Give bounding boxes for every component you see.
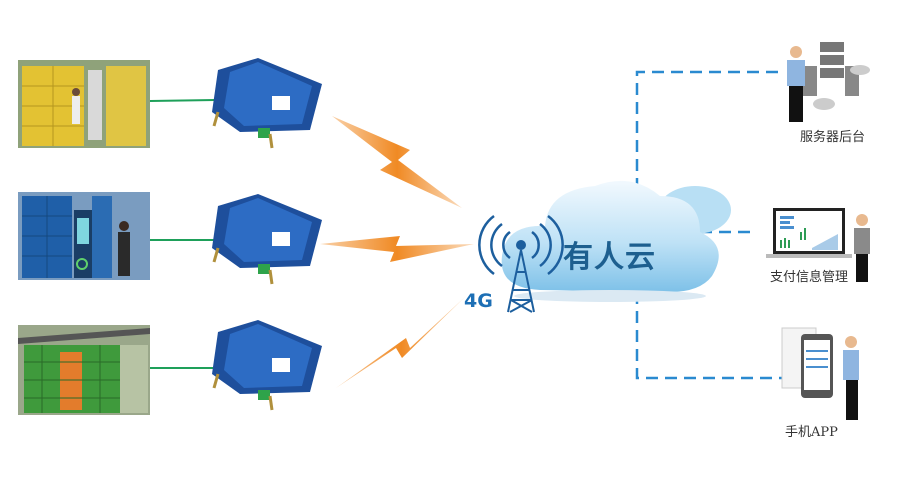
- lightning-bolt-2: [320, 236, 474, 262]
- network-4g-label: 4G: [464, 290, 493, 312]
- locker-image-green: [18, 325, 150, 415]
- router-device-icons: [212, 58, 322, 411]
- service-label-app: 手机APP: [785, 425, 838, 440]
- locker-image-blue: [18, 192, 150, 280]
- payment-dashboard-illustration: [766, 208, 870, 282]
- router-2: [212, 194, 322, 285]
- ethernet-cables: [149, 99, 216, 369]
- wireless-lightning-icons: [320, 116, 474, 388]
- server-admin-illustration: [787, 42, 870, 122]
- service-label-server: 服务器后台: [800, 130, 866, 145]
- service-label-payment: 支付信息管理: [770, 270, 849, 285]
- cell-tower-icon: [478, 214, 564, 313]
- lightning-bolt-1: [332, 116, 462, 208]
- mobile-app-illustration: [781, 327, 859, 420]
- router-1: [212, 58, 322, 149]
- router-3: [212, 320, 322, 411]
- locker-image-yellow: [18, 60, 150, 148]
- lightning-bolt-3: [336, 296, 466, 388]
- cloud-platform-label: 有人云: [563, 240, 656, 275]
- cable-1: [149, 99, 216, 102]
